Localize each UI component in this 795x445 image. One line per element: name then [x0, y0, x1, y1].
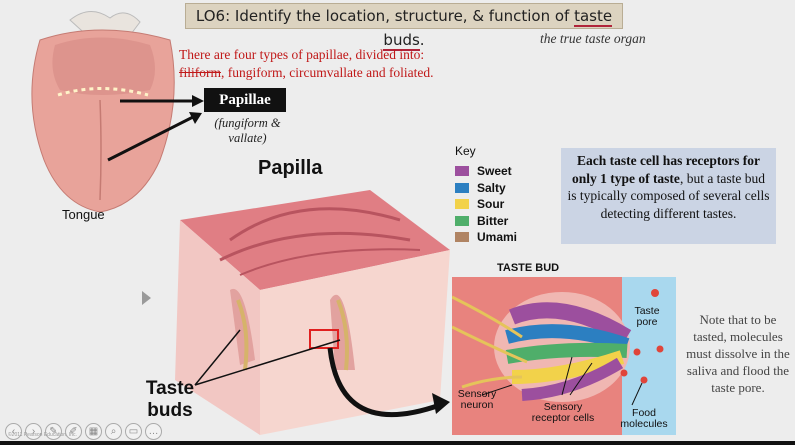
bitter-swatch	[455, 215, 469, 226]
title-prefix: LO6: Identify the location, structure, &…	[195, 7, 575, 25]
video-icon[interactable]: ▭	[125, 423, 142, 440]
key-label-umami: Umami	[477, 230, 518, 245]
papillae-types-note: There are four types of papillae, divide…	[179, 46, 499, 82]
info-box-bold: Each taste cell has receptors for only 1…	[571, 153, 761, 186]
papillae-note-line1: There are four types of papillae, divide…	[179, 47, 425, 62]
tongue-illustration	[31, 11, 204, 213]
key-label-bitter: Bitter	[477, 213, 509, 228]
papilla-illustration	[175, 190, 450, 435]
taste-key-legend: Key Sweet Salty Sour Bitter Umami	[455, 144, 517, 246]
pen-icon[interactable]: ✎	[45, 423, 62, 440]
back-icon[interactable]: ‹	[5, 423, 22, 440]
sour-swatch	[455, 199, 469, 210]
sensory-neuron-label: Sensory neuron	[457, 388, 497, 411]
highlighter-icon[interactable]: ✐	[65, 423, 82, 440]
taste-bud-title: TASTE BUD	[497, 262, 560, 274]
slide-toolbar: ‹ › ✎ ✐ ▦ ⌕ ▭ …	[5, 423, 162, 440]
key-item-umami: Umami	[455, 229, 517, 246]
bottom-bar	[0, 441, 795, 445]
title-underlined: taste buds	[383, 7, 613, 51]
key-item-bitter: Bitter	[455, 213, 517, 230]
taste-buds-label: Taste buds	[145, 378, 195, 421]
key-label-salty: Salty	[477, 180, 506, 195]
umami-swatch	[455, 232, 469, 243]
papillae-note-struck: filiform	[179, 65, 221, 80]
slide-title: LO6: Identify the location, structure, &…	[185, 3, 623, 51]
more-icon[interactable]: …	[145, 423, 162, 440]
key-item-salty: Salty	[455, 180, 517, 197]
key-item-sour: Sour	[455, 196, 517, 213]
copyright: ©2011 Pearson Education, Inc.	[8, 432, 77, 438]
taste-cell-info-box: Each taste cell has receptors for only 1…	[561, 148, 776, 244]
sweet-swatch	[455, 166, 469, 177]
slide-subtitle: the true taste organ	[540, 31, 646, 46]
info-box-rest: , but a taste bud is typically composed …	[567, 170, 770, 221]
key-title: Key	[455, 144, 476, 158]
sensory-receptor-cells-label: Sensory receptor cells	[531, 401, 595, 424]
salty-swatch	[455, 182, 469, 193]
papilla-title: Papilla	[258, 157, 323, 179]
papillae-label: Papillae	[204, 88, 286, 112]
papillae-note-rest: , fungiform, circumvallate and foliated.	[221, 65, 434, 80]
slides-icon[interactable]: ▦	[85, 423, 102, 440]
tongue-label: Tongue	[62, 207, 105, 222]
food-molecules-label: Food molecules	[620, 407, 668, 430]
papillae-subtitle: (fungiform & vallate)	[214, 116, 281, 145]
key-label-sour: Sour	[477, 197, 505, 212]
forward-icon[interactable]: ›	[25, 423, 42, 440]
zoom-icon[interactable]: ⌕	[105, 423, 122, 440]
title-suffix: .	[419, 31, 425, 49]
taste-bud-illustration	[452, 277, 676, 435]
key-item-sweet: Sweet	[455, 163, 517, 180]
taste-pore-label: Taste pore	[634, 305, 660, 328]
play-arrow-icon[interactable]	[142, 291, 151, 305]
key-label-sweet: Sweet	[477, 164, 512, 179]
dissolve-note: Note that to be tasted, molecules must d…	[686, 312, 790, 395]
